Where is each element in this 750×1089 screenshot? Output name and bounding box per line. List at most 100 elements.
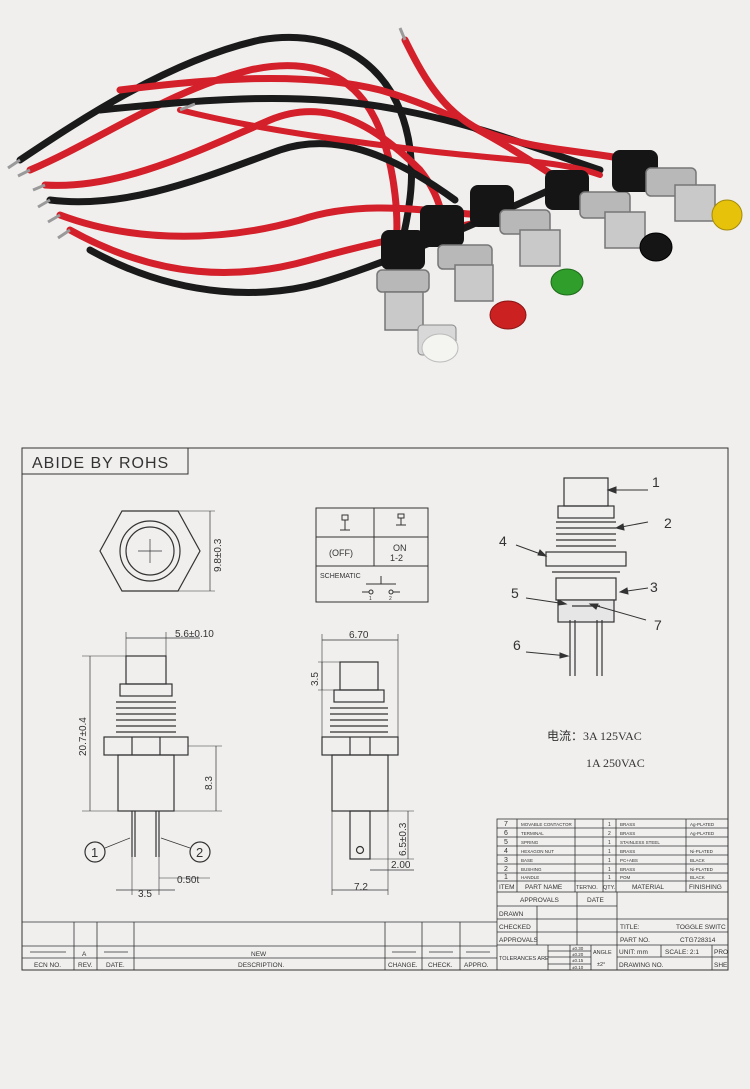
product-photo — [7, 27, 743, 363]
row-qty: 1 — [608, 840, 611, 846]
tb-angle: ANGLE — [593, 950, 612, 956]
exploded-label-5: 5 — [511, 585, 519, 601]
push-button-red — [420, 205, 527, 330]
row-finish: Ag-PLATED — [690, 822, 715, 827]
rev-description: DESCRIPTION. — [238, 962, 284, 969]
row-qty: 1 — [608, 822, 611, 828]
row-qty: 2 — [608, 831, 611, 837]
tb-proj: PRO — [714, 949, 728, 956]
revision-grid — [22, 921, 497, 970]
side-dim-pin-length: 6.5±0.3 — [398, 822, 409, 856]
row-item: 7 — [504, 821, 508, 828]
front-dim-cap-width: 5.6±0.10 — [175, 629, 214, 640]
parts-table-header: ITEM PART NAME TER'NO. QTY. MATERIAL FIN… — [499, 884, 722, 891]
row-name: SPRING — [521, 840, 539, 845]
tb-part-no-label: PART NO. — [620, 937, 650, 944]
top-view-hexagon — [99, 510, 215, 592]
banner-box — [21, 447, 189, 475]
rohs-banner: ABIDE BY ROHS — [32, 455, 169, 472]
title-block: APPROVALS DATE DRAWN CHECKED APPROVALS T… — [499, 897, 728, 970]
rev-check: CHECK. — [428, 962, 453, 969]
front-dim-pin-thickness: 0.50t — [177, 875, 199, 886]
revision-strip: A NEW ECN NO. REV. DATE. DESCRIPTION. CH… — [34, 951, 489, 969]
row-item: 4 — [504, 848, 508, 855]
schematic-on-pins: 1-2 — [390, 553, 403, 563]
header-part-name: PART NAME — [525, 884, 563, 891]
row-material: PC+ABS — [620, 858, 638, 863]
rev-value: A — [82, 951, 87, 958]
rev-date: DATE. — [106, 962, 125, 969]
title-block-grid — [496, 892, 728, 970]
row-material: BRASS — [620, 867, 635, 872]
tb-sheet: SHE — [714, 962, 728, 969]
push-button-yellow — [612, 150, 743, 231]
front-view — [82, 632, 222, 895]
tb-title-value: TOGGLE SWITC — [676, 924, 726, 931]
exploded-label-6: 6 — [513, 637, 521, 653]
side-view — [318, 634, 414, 895]
exploded-label-3: 3 — [650, 579, 658, 595]
exploded-label-4: 4 — [499, 533, 507, 549]
rev-rev: REV. — [78, 962, 93, 969]
exploded-label-7: 7 — [654, 617, 662, 633]
exploded-view — [545, 477, 627, 676]
rev-ecn: ECN NO. — [34, 962, 61, 969]
schematic-on: ON — [393, 543, 407, 553]
front-dim-lower: 8.3 — [204, 776, 215, 790]
tb-title-label: TITLE: — [620, 924, 640, 931]
parts-row: 4 HEXAGON NUT 1 BRASS Ni-PLATED — [504, 848, 714, 855]
parts-table-grid — [496, 818, 729, 893]
row-material: STAINLESS STEEL — [620, 840, 660, 845]
schematic-pin-1: 1 — [369, 596, 372, 602]
front-pin-label-1: 1 — [91, 845, 98, 860]
push-button-white — [376, 230, 459, 363]
rev-change: CHANGE. — [388, 962, 418, 969]
side-dim-pin-width: 2.00 — [391, 860, 411, 871]
tb-scale: SCALE: 2:1 — [665, 949, 699, 956]
row-name: TERMINAL — [521, 831, 544, 836]
push-button-green — [470, 185, 584, 296]
schematic-pin-2: 2 — [389, 596, 392, 602]
exploded-label-2: 2 — [664, 515, 672, 531]
drawing-frame — [21, 447, 729, 971]
row-item: 6 — [504, 830, 508, 837]
wire-bundle — [16, 33, 634, 296]
tb-tol-1: ±0.30 — [572, 946, 584, 951]
tb-part-no-value: CTG728314 — [680, 937, 716, 944]
tb-tol-3: ±0.15 — [572, 958, 584, 963]
header-material: MATERIAL — [632, 884, 664, 891]
technical-drawing — [21, 447, 729, 971]
tb-drawing-no: DRAWING NO. — [619, 962, 664, 969]
parts-row: 7 MOVABLE CONTACTOR 1 BRASS Ag-PLATED — [504, 821, 715, 828]
parts-row: 2 BUSHING 1 BRASS Ni-PLATED — [504, 866, 714, 873]
exploded-label-1: 1 — [652, 474, 660, 490]
tb-approvals: APPROVALS — [520, 897, 560, 904]
row-material: POM — [620, 875, 631, 880]
schematic-label: SCHEMATIC — [320, 573, 361, 580]
side-dim-bottom: 7.2 — [354, 882, 368, 893]
row-name: MOVABLE CONTACTOR — [521, 822, 573, 827]
side-dim-width: 6.70 — [349, 630, 369, 641]
rev-new: NEW — [251, 951, 267, 958]
parts-row: 1 HANDLE 1 POM BLACK — [504, 874, 705, 881]
tb-approvals-2: APPROVALS — [499, 937, 539, 944]
row-item: 5 — [504, 839, 508, 846]
row-qty: 1 — [608, 875, 611, 881]
rev-appro: APPRO. — [464, 962, 489, 969]
header-ter-no: TER'NO. — [576, 885, 598, 891]
row-finish: BLACK — [690, 858, 705, 863]
tb-tol-2: ±0.20 — [572, 952, 584, 957]
row-qty: 1 — [608, 867, 611, 873]
row-finish: BLACK — [690, 875, 705, 880]
wire-tips — [7, 27, 407, 240]
row-name: HANDLE — [521, 875, 539, 880]
parts-row: 5 SPRING 1 STAINLESS STEEL — [504, 839, 660, 846]
tb-date: DATE — [587, 897, 605, 904]
row-material: BRASS — [620, 822, 635, 827]
row-qty: 1 — [608, 858, 611, 864]
row-material: BRASS — [620, 831, 635, 836]
header-item: ITEM — [499, 884, 515, 891]
tb-tolerances: TOLERANCES ARE — [499, 956, 549, 962]
